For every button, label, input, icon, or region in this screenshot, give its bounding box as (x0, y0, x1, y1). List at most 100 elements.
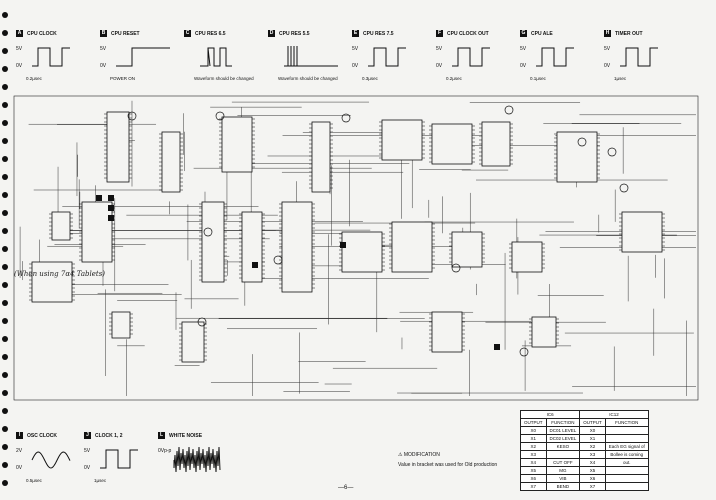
binder-hole (2, 48, 8, 54)
ic-chip (341, 231, 383, 273)
binder-hole (2, 66, 8, 72)
table-cell: DC01 LEVEL (545, 426, 581, 435)
ic-table-group-ic12: IC12 (579, 410, 649, 419)
ic-chip (556, 131, 598, 183)
test-point-marker (96, 195, 102, 201)
binder-hole (2, 282, 8, 288)
table-cell: X1 (520, 434, 547, 443)
waveform-level-low: 0V (436, 63, 443, 69)
schematic-border (13, 95, 699, 401)
test-point-marker (252, 262, 258, 268)
binder-hole (2, 354, 8, 360)
waveform-level-low: 0V (100, 63, 107, 69)
table-cell: X6 (520, 474, 547, 483)
block-number-circle (215, 111, 225, 121)
handwritten-note: (When using 7α4 Tablets) (14, 270, 106, 278)
waveform-title: CPU RES 6.5 (195, 30, 226, 37)
block-number-circle (273, 255, 283, 265)
table-cell: VIB (545, 474, 581, 483)
binder-hole (2, 336, 8, 342)
modification-icon: ⚠ (398, 452, 403, 458)
waveform-caption: 0.2µsec (26, 76, 42, 81)
ic-chip (481, 121, 511, 167)
ic-chip (511, 241, 543, 273)
table-cell (604, 482, 649, 491)
binder-hole (2, 408, 8, 414)
waveform-caption: 1µsec (614, 76, 627, 81)
table-cell: X5 (520, 466, 547, 475)
waveform-level-low: 0V (352, 63, 359, 69)
table-cell: MG (545, 466, 581, 475)
waveform-trace (173, 446, 221, 473)
ic-chip (621, 211, 663, 253)
waveform-id-badge: I (16, 432, 23, 439)
binder-hole (2, 300, 8, 306)
table-cell: X5 (579, 466, 606, 475)
table-cell: X6 (579, 474, 606, 483)
binder-hole (2, 390, 8, 396)
waveform-trace (200, 47, 232, 67)
waveform-caption: 0.5µsec (26, 478, 42, 483)
table-cell: X2 (579, 442, 606, 451)
waveform-level-high: 5V (84, 448, 91, 454)
waveform-level-high: 5V (100, 46, 107, 52)
modification-title: ⚠ MODIFICATION (398, 452, 440, 458)
waveform-title: CPU RES 5.5 (279, 30, 310, 37)
table-cell: KESO (545, 442, 581, 451)
binder-hole (2, 12, 8, 18)
waveform-caption: POWER ON (110, 76, 136, 81)
waveform-caption: 0.1µsec (530, 76, 546, 81)
waveform-id-badge: G (520, 30, 527, 37)
waveform-id-badge: H (604, 30, 611, 37)
table-cell: X7 (579, 482, 606, 491)
table-cell: X4 (520, 458, 547, 467)
waveform-title: CPU RESET (111, 30, 140, 37)
waveform-title: CLOCK 1, 2 (95, 432, 123, 439)
table-cell: X0 (579, 426, 606, 435)
waveform-caption: 0.3µsec (362, 76, 378, 81)
waveform-caption: 0.2µsec (446, 76, 462, 81)
block-number-circle (504, 105, 514, 115)
binder-hole (2, 30, 8, 36)
waveform-id-badge: D (268, 30, 275, 37)
binder-hole (2, 480, 8, 486)
waveform-id-badge: B (100, 30, 107, 37)
waveform-header: D CPU RES 5.5 (268, 30, 348, 37)
waveform-level-high: 5V (436, 46, 443, 52)
waveform-header: G CPU ALE (520, 30, 600, 37)
binder-hole (2, 102, 8, 108)
table-cell (604, 474, 649, 483)
waveform-title: CPU RES 7.5 (363, 30, 394, 37)
ic-chip (31, 261, 73, 303)
waveform-id-badge: F (436, 30, 443, 37)
waveform-level-low: 0V (604, 63, 611, 69)
ic-chip (451, 231, 483, 268)
waveform-level-low: 0V (16, 465, 23, 471)
waveform-title: CPU ALE (531, 30, 553, 37)
test-point-marker (340, 242, 346, 248)
waveform-trace (536, 47, 574, 67)
ic-chip (201, 201, 225, 283)
waveform-b: B CPU RESET 5V 0V POWER ON (100, 30, 180, 92)
waveform-caption: Waveform should be changed (194, 76, 254, 81)
binder-hole (2, 174, 8, 180)
table-cell (545, 450, 581, 459)
ic-chip (281, 201, 313, 293)
table-cell: Bollee is coming (604, 450, 649, 459)
block-number-circle (519, 347, 529, 357)
